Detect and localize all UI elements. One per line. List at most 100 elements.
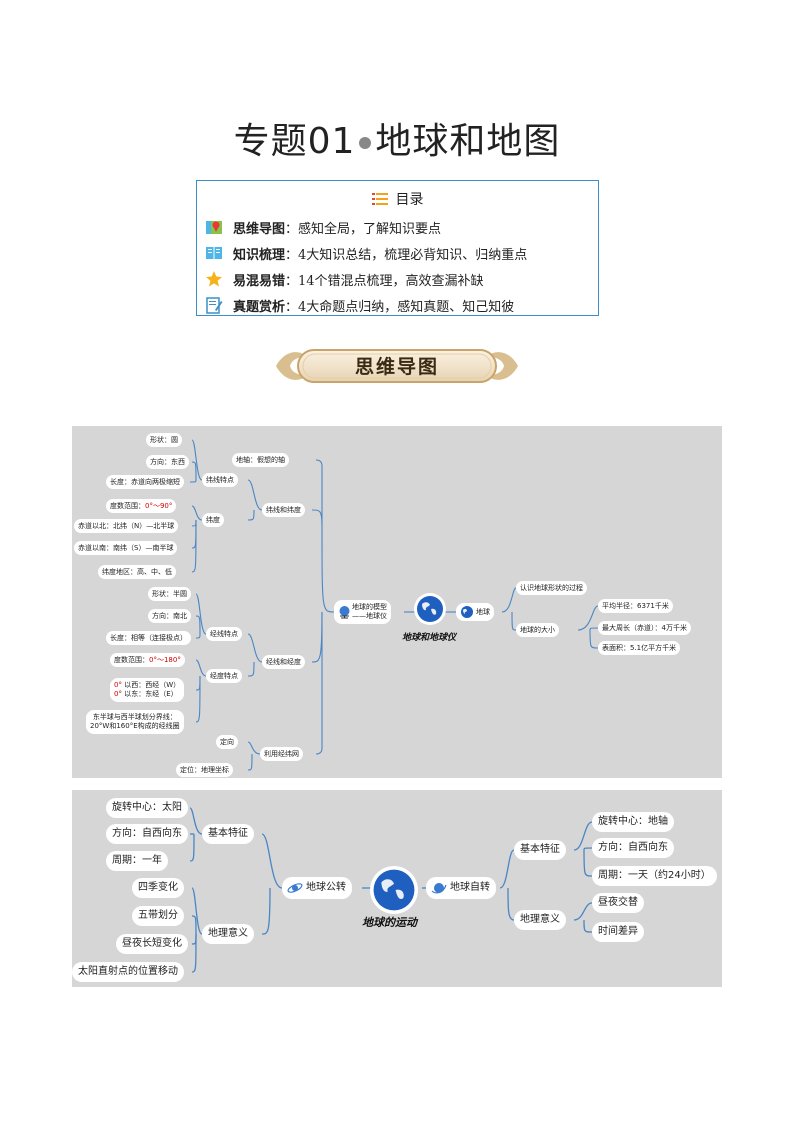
surface-area-node: 表面积：5.1亿平方千米 [598,641,681,655]
lat-lon-node: 纬线和纬度 [262,503,305,517]
rotation-label: 地球自转 [450,882,490,893]
rev-meaning-node: 地理意义 [202,924,254,944]
day-length-node: 昼夜长短变化 [116,934,188,954]
toc-item-name: 知识梳理 [233,247,286,263]
lat-length-node: 长度：赤道向两极缩短 [106,475,184,489]
rotation-node: 地球自转 [426,877,496,899]
revolution-label: 地球公转 [306,882,346,893]
earth-globe-icon [414,593,446,625]
east-zero: 0° [114,690,122,698]
toc-item-name: 真题赏析 [233,299,286,315]
toc-item-knowledge[interactable]: 知识梳理：4大知识总结，梳理必背知识、归纳重点 [205,242,527,264]
earth-motion-globe-icon [370,866,418,914]
mindmap-earth-globe: 地轴：假想的轴 纬线和纬度 纬线特点 形状：圆 方向：东西 长度：赤道向两极缩短… [72,426,722,778]
radius-node: 平均半径：6371千米 [598,599,673,613]
lon-direction-node: 方向：南北 [148,609,191,623]
toc-heading: 目录 [197,189,598,209]
rev-direction-node: 方向：自西向东 [106,824,188,844]
globe-model-node: 地球的模型 ——地球仪 [334,600,391,624]
rot-center-node: 旋转中心：地轴 [592,812,674,832]
book-icon [206,247,222,259]
globe-model-line1: 地球的模型 [352,603,387,612]
coordinates-node: 定位：地理坐标 [176,763,233,777]
title-suffix: 地球和地图 [375,121,561,162]
toc-item-exams[interactable]: 真题赏析：4大命题点归纳，感知真题、知己知彼 [205,294,514,316]
hemisphere-boundary-line1: 东半球与西半球划分界线： [92,713,177,722]
lat-range-value: 0°～90° [145,501,173,510]
lon-range-node: 度数范围：0°～180° [110,653,185,667]
orbit-icon [287,883,303,893]
lat-zones-node: 纬度地区：高、中、低 [98,565,176,579]
lon-range-value: 0°～180° [149,655,181,664]
west-zero: 0° [114,681,122,690]
star-icon [206,271,222,287]
toc-item-desc: ：4大知识总结，梳理必背知识、归纳重点 [285,247,528,263]
east-lon-text: 以东：东经（E） [124,690,178,698]
section-banner [276,349,518,383]
toc-item-name: 易混易错 [233,273,286,289]
earth-size-node: 地球的大小 [516,623,559,637]
toc-heading-text: 目录 [395,192,424,208]
list-icon [371,193,388,205]
edit-document-icon [206,297,223,314]
revolution-node: 地球公转 [282,877,352,899]
toc-item-desc: ：4大命题点归纳，感知真题、知己知彼 [285,299,515,315]
toc-item-mindmap[interactable]: 思维导图：感知全局，了解知识要点 [205,216,441,238]
lon-range-label: 度数范围： [114,655,149,664]
axis-node: 地轴：假想的轴 [232,453,289,467]
title-dot [359,137,372,149]
mindmap2-center-label: 地球的运动 [362,916,417,929]
hemisphere-boundary-node: 东半球与西半球划分界线： 20°W和160°E构成的经线圈 [86,710,184,734]
mindmap-earth-motion: 基本特征 旋转中心：太阳 方向：自西向东 周期：一年 地理意义 四季变化 五带划… [72,790,722,987]
map-pin-icon [206,221,222,234]
mindmap1-center-label: 地球和地球仪 [402,633,457,643]
toc-item-desc: ：感知全局，了解知识要点 [285,221,442,237]
rot-meaning-node: 地理意义 [514,910,566,930]
lat-shape-node: 形状：圆 [146,433,182,447]
rot-direction-node: 方向：自西向东 [592,838,674,858]
latitude-node: 纬度 [202,513,224,527]
east-west-lon-node: 0° 以西：西经（W） 0° 以东：东经（E） [110,678,185,702]
section-banner-title: 思维导图 [354,356,439,378]
rot-basic-node: 基本特征 [514,840,566,860]
time-difference-node: 时间差异 [592,922,644,942]
earth-node-label: 地球 [476,607,490,616]
lon-shape-node: 形状：半圆 [148,587,191,601]
mindmap-connectors [189,439,599,771]
lat-line-node: 纬线特点 [202,473,238,487]
west-lon-text: 以西：西经（W） [124,681,181,690]
rev-period-node: 周期：一年 [106,851,168,871]
toc-item-desc: ：14个错混点梳理，高效查漏补缺 [285,273,484,289]
rot-period-node: 周期：一天（约24小时） [592,866,717,886]
day-night-node: 昼夜交替 [592,893,644,913]
shape-history-node: 认识地球形状的过程 [516,581,587,595]
lon-length-node: 长度：相等（连接极点） [106,631,191,645]
globe-model-line2: ——地球仪 [352,612,387,620]
south-lat-node: 赤道以南：南纬（S）—南半球 [74,541,178,555]
five-zones-node: 五带划分 [132,906,184,926]
page-title: 专题01 地球和地图 [0,112,794,164]
table-of-contents: 目录 思维导图：感知全局，了解知识要点 知识梳理：4大知识总结，梳理必背知识、归… [196,180,599,316]
grid-node: 利用经纬网 [260,747,303,761]
lon-line-node: 经线特点 [206,627,242,641]
lat-range-label: 度数范围： [110,501,145,510]
earth-node: 地球 [456,603,494,621]
toc-item-mistakes[interactable]: 易混易错：14个错混点梳理，高效查漏补缺 [205,268,484,290]
orientation-node: 定向 [216,735,238,749]
lat-range-node: 度数范围：0°～90° [106,499,177,513]
north-lat-node: 赤道以北：北纬（N）—北半球 [74,519,179,533]
lon-lat-node: 经线和经度 [262,655,305,669]
rotation-icon [431,883,447,894]
seasons-node: 四季变化 [132,878,184,898]
lat-direction-node: 方向：东西 [146,455,189,469]
circumference-node: 最大周长（赤道）：4万千米 [598,621,691,635]
rev-center-node: 旋转中心：太阳 [106,798,188,818]
globe-stand-icon [339,606,350,619]
longitude-node: 经度特点 [206,669,242,683]
small-globe-icon [461,606,473,618]
rev-basic-node: 基本特征 [202,824,254,844]
toc-item-name: 思维导图 [233,221,286,237]
hemisphere-boundary-line2: 20°W和160°E构成的经线圈 [90,722,180,730]
title-main: 专题01 [233,121,356,162]
subsolar-point-node: 太阳直射点的位置移动 [72,962,184,982]
